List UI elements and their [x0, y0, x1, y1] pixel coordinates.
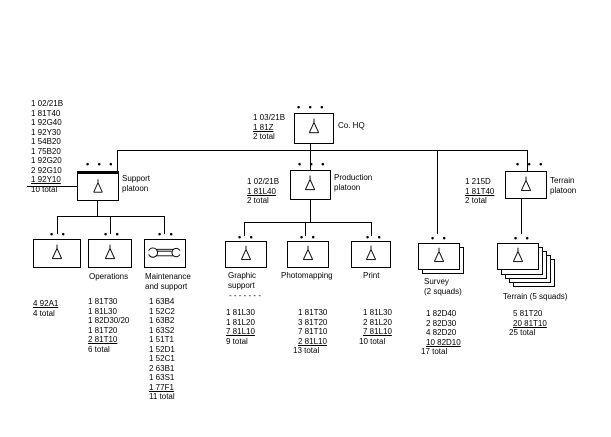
- terrain-squads-label: Terrain (5 squads): [503, 292, 568, 301]
- print-equipment: 1 81L30 2 81L20 7 81L10: [363, 308, 392, 336]
- graphic-section-symbol: [225, 241, 267, 268]
- maintenance-equipment: 1 63B4 1 52C2 1 63B2 1 63S2 1 51T1 1 52D…: [149, 297, 175, 401]
- print-section-symbol: [351, 241, 391, 268]
- photomapping-equipment: 1 81T30 3 81T20 7 81T10 2 81L10: [298, 308, 328, 346]
- terrain-riser: [527, 150, 528, 172]
- photomapping-section-symbol: [287, 241, 329, 268]
- engineer-triangle-icon: [512, 247, 524, 263]
- support-riser: [117, 150, 118, 174]
- terrain-equipment: 1 215D 1 81T40 2 total: [465, 177, 495, 205]
- support-equipment: 1 02/21B 1 81T40 1 92G40 1 92Y30 1 54B20…: [31, 99, 64, 194]
- operations-equipment: 1 81T30 1 81L30 1 82D30/20 1 81T20 2 81T…: [88, 297, 130, 354]
- survey-riser: [437, 150, 438, 234]
- production-drop-line: [310, 200, 311, 222]
- photomapping-riser: [305, 222, 306, 236]
- survey-label: Survey(2 squads): [424, 277, 462, 296]
- unnamed-echelon: • •: [50, 229, 68, 239]
- engineer-triangle-icon: [104, 244, 116, 260]
- production-branch-line: [244, 222, 371, 223]
- operations-riser: [110, 216, 111, 234]
- graphic-dash-rule: - - - - - - -: [229, 291, 261, 300]
- graphic-riser: [244, 222, 245, 236]
- print-label: Print: [363, 271, 380, 280]
- print-total: 10 total: [359, 337, 386, 346]
- survey-section-symbol: [418, 243, 460, 270]
- engineer-triangle-icon: [240, 245, 252, 261]
- terrain-platoon-symbol: [505, 171, 547, 199]
- graphic-equipment: 1 81L30 1 81L20 7 81L10 9 total: [226, 308, 255, 346]
- hq-unit-symbol: [294, 113, 334, 144]
- engineer-triangle-icon: [520, 176, 532, 192]
- production-equipment: 1 02/21B 1 81L40 2 total: [247, 177, 280, 205]
- terrain-squads-equipment: 5 81T20 20 81T10: [513, 309, 547, 328]
- terrain-squads-total: 25 total: [509, 328, 536, 337]
- print-riser: [371, 222, 372, 236]
- platoon-horizontal-line: [117, 150, 527, 151]
- unnamed-equipment: 4 92A1 4 total: [33, 299, 59, 318]
- engineer-triangle-icon: [308, 118, 320, 134]
- operations-section-symbol: [88, 239, 132, 268]
- photomapping-total: 13 total: [293, 346, 320, 355]
- print-echelon: • •: [366, 232, 384, 242]
- photomapping-label: Photomapping: [281, 271, 333, 280]
- survey-total: 17 total: [421, 347, 448, 356]
- terrain-echelon: • • •: [516, 159, 546, 169]
- terrain-drop-line: [521, 198, 522, 234]
- engineer-triangle-icon: [51, 244, 63, 260]
- unnamed-riser: [57, 216, 58, 234]
- production-platoon-symbol: [290, 170, 331, 200]
- survey-echelon: • •: [431, 233, 449, 243]
- maintenance-echelon: • •: [158, 229, 176, 239]
- engineer-triangle-icon: [302, 245, 314, 261]
- photomapping-echelon: • •: [300, 232, 318, 242]
- production-echelon: • • •: [298, 159, 328, 169]
- hq-equipment: 1 03/21B 1 81Z 2 total: [253, 113, 286, 141]
- hq-label: Co. HQ: [338, 121, 365, 130]
- hq-echelon: • • •: [297, 102, 327, 112]
- engineer-triangle-icon: [433, 247, 445, 263]
- maintenance-section-symbol: [144, 239, 186, 268]
- unnamed-section-symbol: [33, 239, 81, 268]
- terrain-squads-symbol: [497, 243, 539, 270]
- engineer-triangle-icon: [365, 245, 377, 261]
- operations-echelon: • •: [104, 229, 122, 239]
- operations-label: Operations: [89, 272, 129, 281]
- support-total-rule: [27, 186, 77, 187]
- support-echelon: • • •: [86, 159, 116, 169]
- maintenance-riser: [164, 216, 165, 234]
- terrain-squads-echelon: • •: [514, 233, 532, 243]
- wrench-icon: [147, 247, 183, 258]
- production-riser: [310, 150, 311, 170]
- support-platoon-symbol: [77, 171, 119, 201]
- survey-equipment: 1 82D40 2 82D30 4 82D20 10 82D10: [426, 309, 461, 347]
- engineer-triangle-icon: [93, 179, 103, 193]
- engineer-triangle-icon: [304, 175, 316, 191]
- hq-drop-line: [310, 143, 311, 151]
- support-drop-line: [97, 200, 98, 216]
- graphic-echelon: • •: [238, 232, 256, 242]
